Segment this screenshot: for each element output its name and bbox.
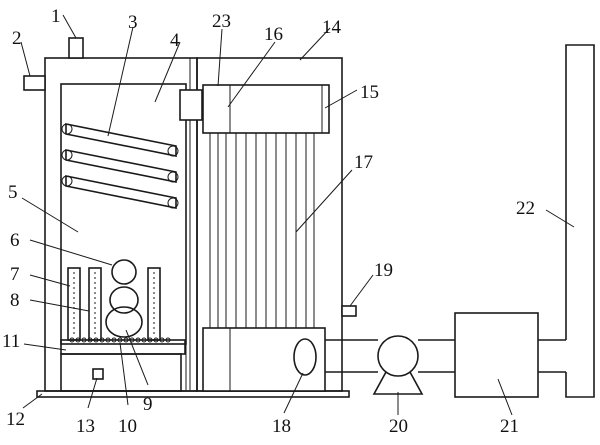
fuel-pellet-top [111,259,137,285]
label-10: 10 [118,416,137,437]
ash-chamber [60,353,182,392]
label-17: 17 [354,152,373,173]
upper-header [202,84,330,134]
side-inlet-pipe [23,75,46,91]
label-22: 22 [516,198,535,219]
label-2: 2 [12,28,22,49]
water-port [341,305,357,317]
pump-body [377,335,419,377]
label-5: 5 [8,182,18,203]
label-19: 19 [374,260,393,281]
label-1: 1 [51,6,61,27]
top-inlet-pipe [68,37,84,59]
label-21: 21 [500,416,519,437]
label-12: 12 [6,409,25,430]
lower-collector [202,327,326,392]
grate-posts [67,267,161,341]
label-23: 23 [212,11,231,32]
leader-lines [20,14,575,416]
label-8: 8 [10,290,20,311]
vertical-heat-tubes [209,133,315,328]
boiler-outer-shell [44,57,198,392]
flue-valve [179,89,203,121]
label-16: 16 [264,24,283,45]
label-9: 9 [143,394,153,415]
label-3: 3 [128,12,138,33]
chimney [565,44,595,398]
label-18: 18 [272,416,291,437]
label-15: 15 [360,82,379,103]
treatment-tank [454,312,539,398]
fuel-pellet-bottom [105,306,143,338]
heating-tubes [61,123,179,209]
label-11: 11 [2,331,20,352]
label-7: 7 [10,264,20,285]
grate-support [60,339,186,355]
ash-door [92,368,104,380]
base-plate [36,390,350,398]
label-6: 6 [10,230,20,251]
label-20: 20 [389,416,408,437]
label-14: 14 [322,17,342,38]
outlet-fan [293,338,317,376]
label-4: 4 [170,30,180,51]
label-13: 13 [76,416,95,437]
fuel-pellet-middle [109,286,139,314]
part-labels: 1 2 3 4 5 6 7 8 9 10 11 12 13 14 15 16 1… [2,6,535,437]
